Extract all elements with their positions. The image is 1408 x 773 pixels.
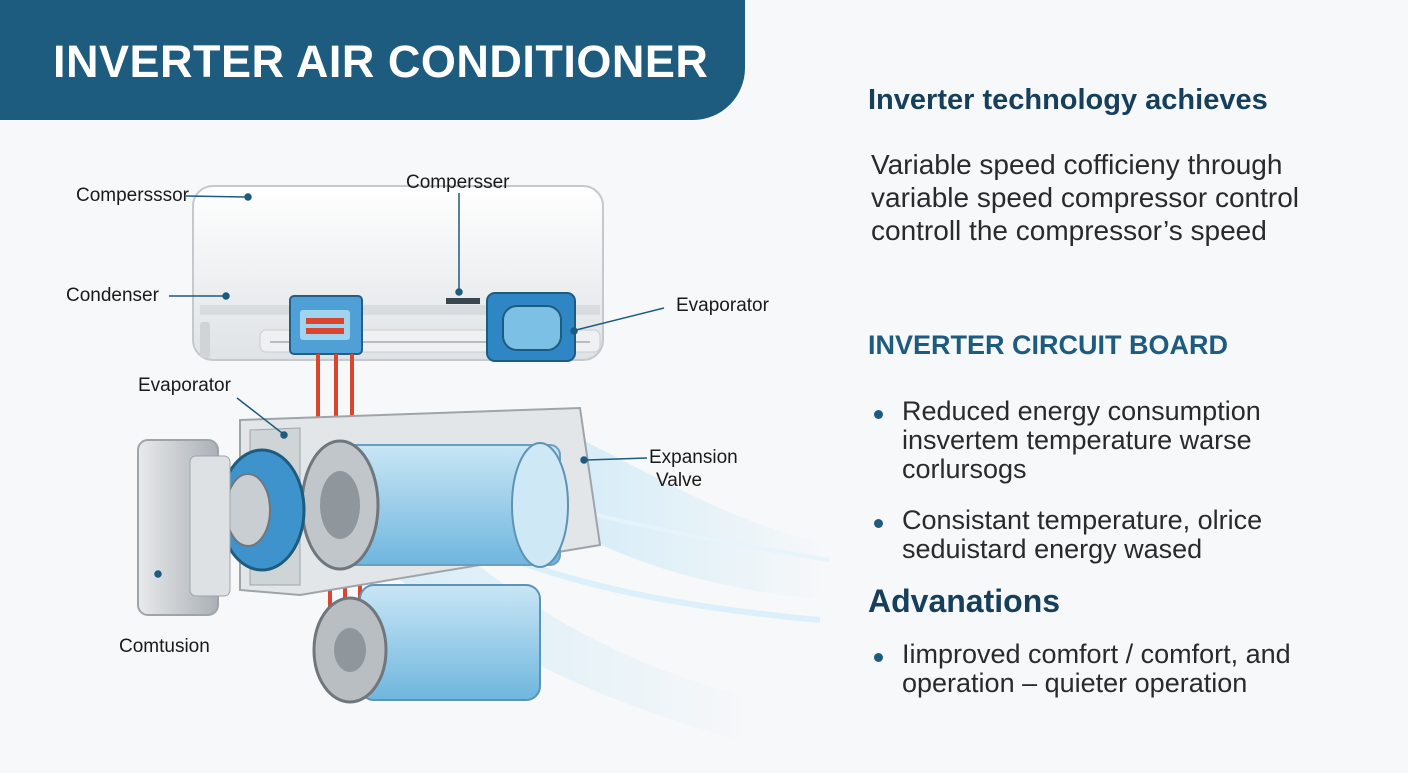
label-condenser: Condenser <box>66 285 159 306</box>
ac-diagram: Compersssor Compersser Condenser Evapora… <box>0 120 840 768</box>
label-evaporator-right: Evaporator <box>676 295 769 316</box>
lower-compressor <box>312 584 541 704</box>
label-expansion-valve-line2: Valve <box>656 470 703 491</box>
heading-inverter-technology: Inverter technology achieves <box>868 84 1268 116</box>
label-combustion: Comtusion <box>119 636 210 657</box>
bullet-line: seduistard energy wased <box>902 534 1203 564</box>
bullet-line: operation – quieter operation <box>902 668 1248 698</box>
coil-cylinder <box>300 439 569 571</box>
bullet-line: insvertem temperature warse <box>902 425 1252 455</box>
label-expansion-valve-line1: Expansion <box>649 447 738 468</box>
heading-advantages: Advanations <box>868 583 1061 619</box>
bullet-line: Consistant temperature, olrice <box>902 505 1263 535</box>
bullet-icon <box>874 653 883 662</box>
paragraph-variable-speed: Variable speed cofficieny through variab… <box>871 148 1341 247</box>
bullet-line: Iimproved comfort / comfort, and <box>902 639 1291 669</box>
label-evaporator-left: Evaporator <box>138 375 231 396</box>
bullet-text: Reduced energy consumption insvertem tem… <box>902 397 1342 484</box>
bullet-line: corlursogs <box>902 454 1027 484</box>
title-banner: INVERTER AIR CONDITIONER <box>0 0 745 120</box>
evaporator-module <box>486 292 576 362</box>
page-title: INVERTER AIR CONDITIONER <box>53 36 709 87</box>
bullet-text: Consistant temperature, olrice seduistar… <box>902 506 1342 564</box>
paragraph-line: controll the compressor’s speed <box>871 215 1267 246</box>
ac-illustration <box>137 185 831 740</box>
label-compressor-top: Compersser <box>406 172 510 193</box>
paragraph-line: Variable speed cofficieny through <box>871 149 1283 180</box>
info-panel: Inverter technology achieves Variable sp… <box>868 0 1388 768</box>
compressor-module <box>289 295 363 355</box>
bullet-text: Iimproved comfort / comfort, and operati… <box>902 640 1342 698</box>
label-compressor-left: Compersssor <box>76 185 189 206</box>
fan-motor <box>218 448 306 572</box>
leader-lines <box>154 193 665 578</box>
bullet-line: Reduced energy consumption <box>902 396 1261 426</box>
bullet-icon <box>874 410 883 419</box>
bullet-icon <box>874 519 883 528</box>
side-panel <box>137 439 231 616</box>
heading-circuit-board: INVERTER CIRCUIT BOARD <box>868 330 1229 360</box>
paragraph-line: variable speed compressor control <box>871 182 1299 213</box>
